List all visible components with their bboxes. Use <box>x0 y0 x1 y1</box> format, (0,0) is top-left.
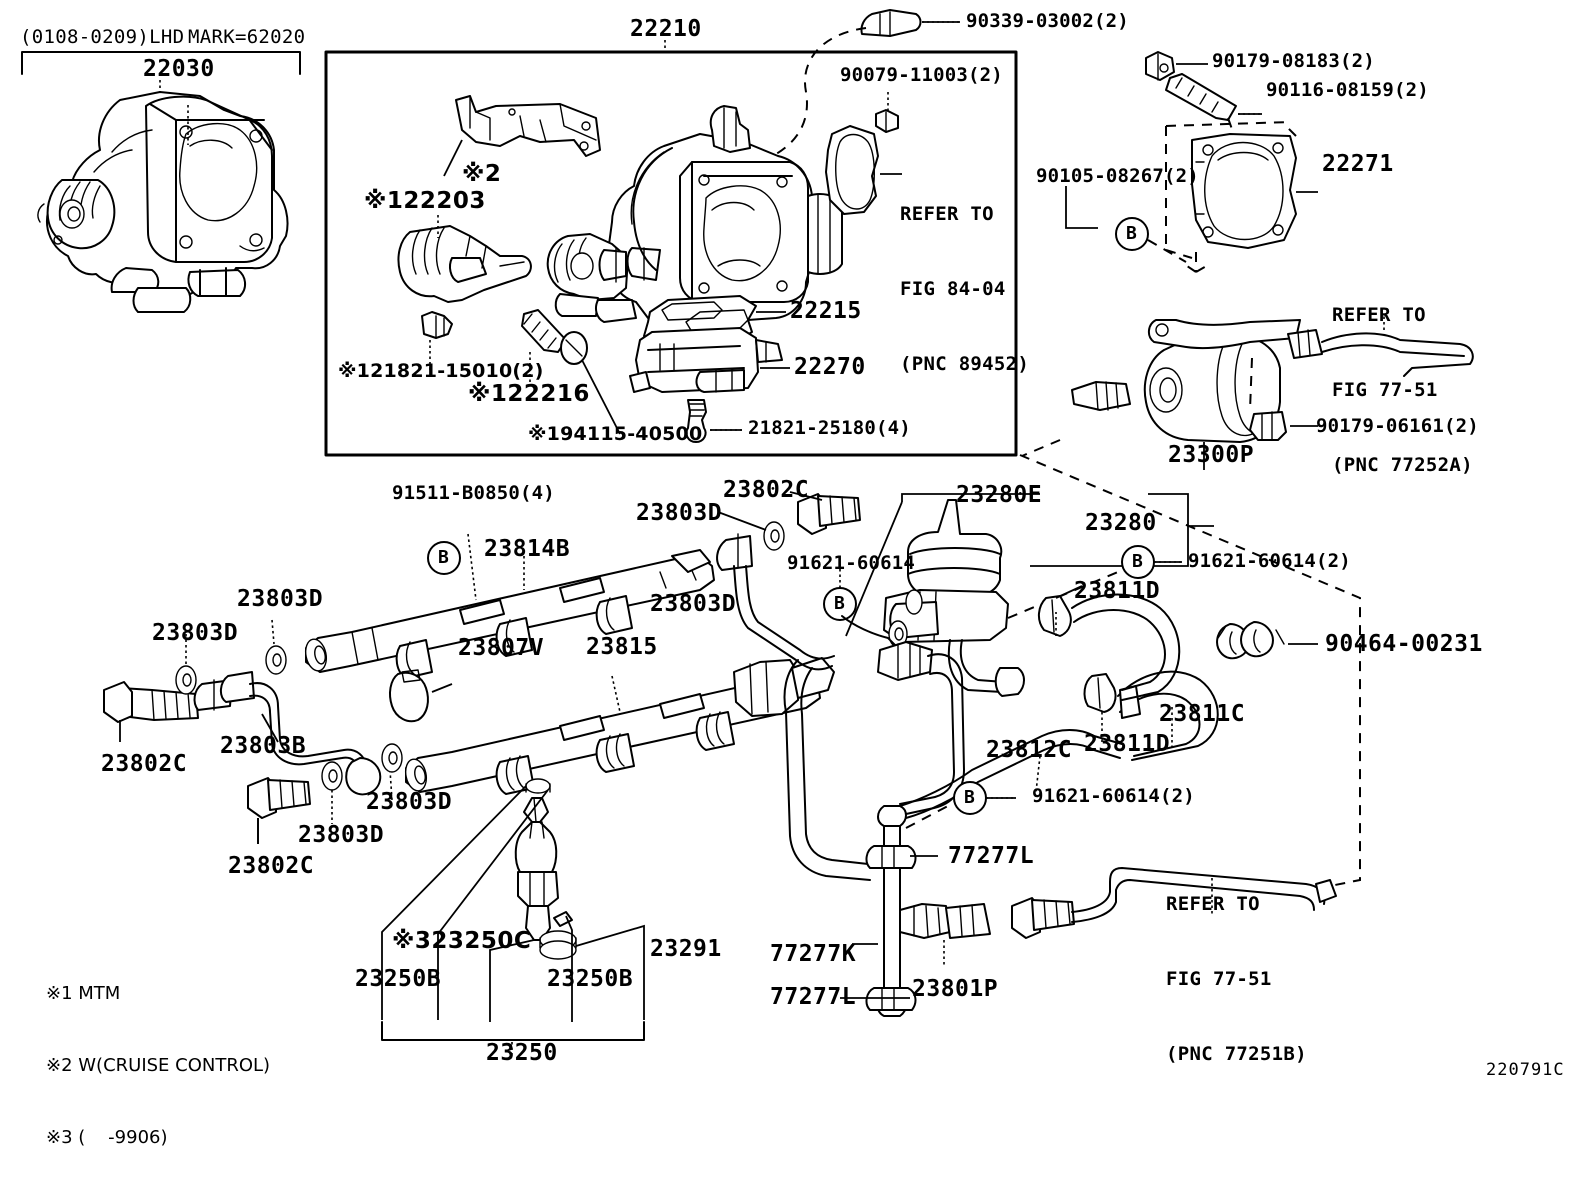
header-left-text: (0108-0209)LHD <box>20 26 185 48</box>
part-23807V: 23807V <box>458 635 545 661</box>
part-23811D-a: 23811D <box>1074 578 1161 604</box>
part-23803D-b: 23803D <box>152 620 239 646</box>
part-23250B-a: 23250B <box>355 966 442 992</box>
art-22215 <box>643 295 757 347</box>
refer-line-2: FIG 77-51 <box>1332 379 1438 401</box>
part-21821-25180: 21821-25180(4) <box>748 417 911 439</box>
refer-line-2: FIG 77-51 <box>1166 968 1272 990</box>
part-90116-08159: 90116-08159(2) <box>1266 79 1429 101</box>
art-23280 <box>883 499 1025 697</box>
part-23291: 23291 <box>650 936 722 962</box>
art-90116-08159 <box>1165 73 1237 121</box>
part-90079-11003: 90079-11003(2) <box>840 64 1003 86</box>
part-23812C: 23812C <box>986 737 1073 763</box>
part-22216: ※122216 <box>468 381 590 407</box>
part-90464-00231: 90464-00231 <box>1325 631 1483 657</box>
footnote-1: ※1 MTM <box>46 983 121 1004</box>
part-90179-06161: 90179-06161(2) <box>1316 415 1479 437</box>
header-mark-text: MARK=62020 <box>188 26 306 48</box>
art-23803B <box>103 645 382 819</box>
bubble-B-4: B <box>964 787 975 808</box>
refer-line-3: (PNC 77252A) <box>1332 454 1473 476</box>
part-23250B-b: 23250B <box>547 966 634 992</box>
part-23814B: 23814B <box>484 536 571 562</box>
art-bracket-star2 <box>455 95 601 157</box>
footnote-3: ※3 ( -9906) <box>46 1127 168 1148</box>
note-marker-star2: ※2 <box>462 161 502 187</box>
part-23803D-c: 23803D <box>650 591 737 617</box>
part-23300P: 23300P <box>1168 442 1255 468</box>
part-23811D-b: 23811D <box>1084 731 1171 757</box>
art-21821-15010 <box>421 311 453 339</box>
part-90179-08183: 90179-08183(2) <box>1212 50 1375 72</box>
part-23250: 23250 <box>486 1040 558 1066</box>
art-22203 <box>397 225 532 303</box>
art-22216 <box>521 309 567 353</box>
refer-line-1: REFER TO <box>1166 893 1260 915</box>
part-23802C-b: 23802C <box>228 853 315 879</box>
part-23803D-e: 23803D <box>298 822 385 848</box>
part-23803D-d: 23803D <box>366 789 453 815</box>
bubble-B-1: B <box>438 547 449 568</box>
part-22215: 22215 <box>790 298 862 324</box>
part-77277L-b: 77277L <box>770 984 857 1010</box>
art-90079 <box>875 109 899 133</box>
part-23803D-a: 23803D <box>237 586 324 612</box>
bubble-B-3: B <box>1132 551 1143 572</box>
refer-line-1: REFER TO <box>1332 304 1426 326</box>
part-22030: 22030 <box>143 56 215 82</box>
part-91511-B0850: 91511-B0850(4) <box>392 482 555 504</box>
art-gasket-84-04 <box>825 125 879 215</box>
part-23801P: 23801P <box>912 976 999 1002</box>
art-22030 <box>37 91 289 313</box>
part-90105-08267: 90105-08267(2) <box>1036 165 1199 187</box>
footnote-2: ※2 W(CRUISE CONTROL) <box>46 1055 271 1076</box>
part-23803B: 23803B <box>220 733 307 759</box>
art-22271 <box>1191 133 1297 249</box>
part-94115-40500: ※194115-40500 <box>528 423 703 445</box>
art-94115 <box>560 331 588 365</box>
refer-line-2: FIG 84-04 <box>900 278 1006 300</box>
part-22271: 22271 <box>1322 151 1394 177</box>
art-90179-08183 <box>1145 51 1175 81</box>
part-23815: 23815 <box>586 634 658 660</box>
part-23802C-c: 23802C <box>723 477 810 503</box>
refer-line-1: REFER TO <box>900 203 994 225</box>
refer-block-77-51-b: REFER TO FIG 77-51 (PNC 77251B) <box>1166 842 1307 1117</box>
part-21821-15010: ※121821-15010(2) <box>338 360 544 382</box>
part-22210: 22210 <box>630 16 702 42</box>
part-23802C-a: 23802C <box>101 751 188 777</box>
part-23280E: 23280E <box>956 482 1043 508</box>
part-91621-60614-c: 91621-60614(2) <box>1032 785 1195 807</box>
figure-id: 220791C <box>1486 1060 1565 1080</box>
refer-line-3: (PNC 77251B) <box>1166 1043 1307 1065</box>
footnotes: ※1 MTM ※2 W(CRUISE CONTROL) ※3 ( -9906) <box>46 934 270 1198</box>
part-23803D-f: 23803D <box>636 500 723 526</box>
art-22270 <box>629 327 783 393</box>
refer-block-84-04: REFER TO FIG 84-04 (PNC 89452) <box>900 152 1029 427</box>
bubble-B-2: B <box>834 593 845 614</box>
part-91621-60614-a: 91621-60614 <box>787 552 916 574</box>
art-90339 <box>860 9 922 37</box>
bubble-B-5: B <box>1126 223 1137 244</box>
part-23250C: ※323250C <box>392 928 532 954</box>
part-23811C: 23811C <box>1159 701 1246 727</box>
part-90339-03002: 90339-03002(2) <box>966 10 1129 32</box>
part-22270: 22270 <box>794 354 866 380</box>
part-23280: 23280 <box>1085 510 1157 536</box>
refer-block-77-51-a: REFER TO FIG 77-51 (PNC 77252A) <box>1332 253 1473 528</box>
part-22203: ※122203 <box>364 188 486 214</box>
part-77277K: 77277K <box>770 941 857 967</box>
art-23815 <box>404 657 835 795</box>
refer-line-3: (PNC 89452) <box>900 353 1030 375</box>
part-91621-60614-b: 91621-60614(2) <box>1188 550 1351 572</box>
parts-diagram-sheet: .s { fill:none; stroke:#000; stroke-widt… <box>20 9 1565 1148</box>
art-23807V <box>389 669 429 723</box>
part-77277L-a: 77277L <box>948 843 1035 869</box>
